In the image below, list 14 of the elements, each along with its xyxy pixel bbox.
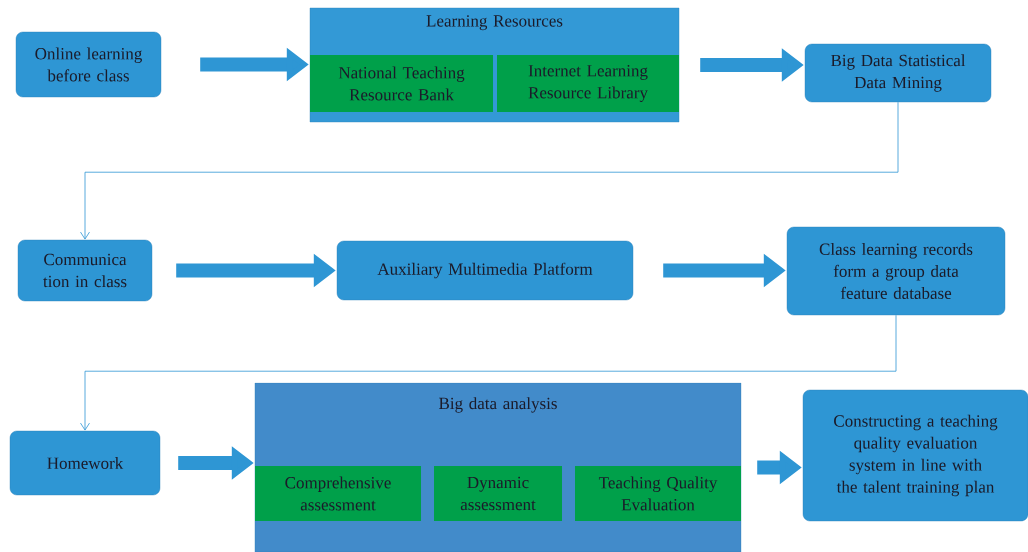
process-box: Communica tion in class — [17, 239, 153, 302]
arrow — [80, 314, 897, 431]
item-box: Internet Learning Resource Library — [497, 55, 679, 112]
item-box: Teaching Quality Evaluation — [575, 466, 741, 521]
item-box: Dynamic assessment — [434, 466, 562, 521]
process-box: Online learning before class — [15, 31, 162, 98]
process-box: Constructing a teaching quality evaluation system in line with the talent training plan — [802, 389, 1028, 522]
process-box: Auxiliary Multimedia Platform — [336, 240, 634, 301]
arrow — [80, 101, 899, 240]
item-box: National Teaching Resource Bank — [310, 55, 493, 112]
item-box: Comprehensive assessment — [255, 466, 421, 521]
process-box: Homework — [9, 430, 161, 496]
process-box: Big Data Statistical Data Mining — [804, 43, 992, 103]
process-box: Class learning records form a group data feature database — [786, 226, 1006, 316]
